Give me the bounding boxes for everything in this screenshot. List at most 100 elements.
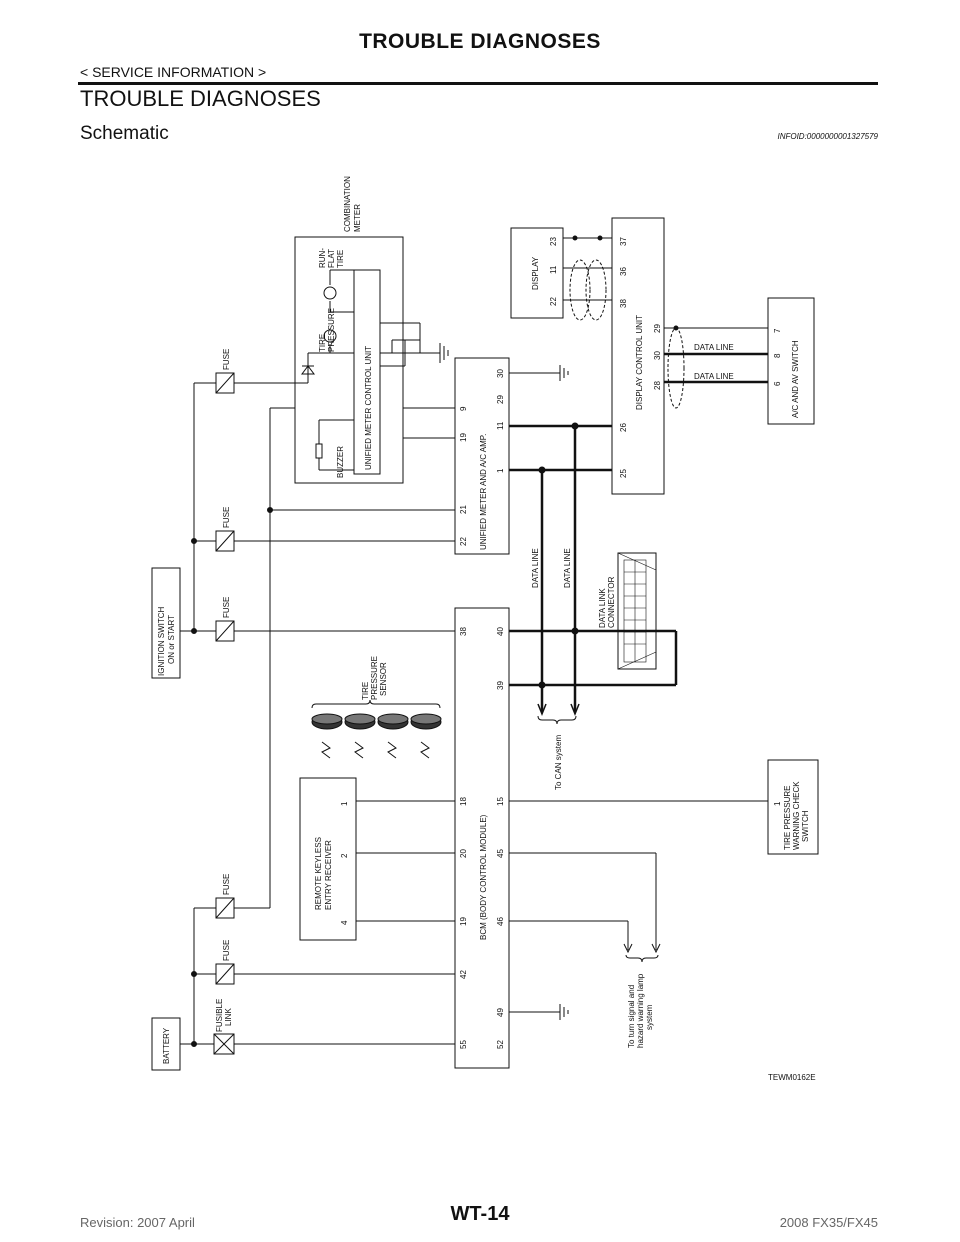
svg-text:LINK: LINK [224,1008,233,1026]
pin-display-11: 11 [549,265,558,274]
svg-text:FLAT: FLAT [327,249,336,268]
pin-amp-21: 21 [459,505,468,514]
svg-text:COMBINATION: COMBINATION [343,176,352,232]
label-buzzer: BUZZER [336,446,345,478]
subsection-title: Schematic [80,123,169,144]
revision-text: Revision: 2007 April [80,1215,195,1230]
svg-text:REMOTE KEYLESS: REMOTE KEYLESS [314,837,323,910]
svg-text:TIRE: TIRE [361,682,370,700]
pin-dcu-26: 26 [619,423,628,432]
svg-text:ENTRY RECEIVER: ENTRY RECEIVER [324,840,333,910]
bcm-box [454,607,510,1069]
label-display-control-unit: DISPLAY CONTROL UNIT [635,315,644,410]
remote-keyless-receiver-box [299,777,357,941]
ignition-switch-box [151,567,181,679]
label-tire-pressure-1: TIRE [318,334,327,352]
label-combination-meter-1: COMBINATION [343,176,352,232]
label-ignition-switch-1: IGNITION SWITCH [157,606,166,676]
label-tps-2: PRESSURE [370,656,379,700]
svg-text:TIRE: TIRE [318,334,327,352]
model-text: 2008 FX35/FX45 [779,1215,878,1230]
label-run-flat-3: TIRE [336,250,345,268]
display-box [510,227,564,319]
svg-text:SWITCH: SWITCH [801,810,810,842]
label-rke-1: REMOTE KEYLESS [314,837,323,910]
label-unified-meter-control-unit: UNIFIED METER CONTROL UNIT [364,346,373,470]
pin-bcm-55: 55 [459,1040,468,1049]
pin-dcu-25: 25 [619,469,628,478]
label-data-line-1: DATA LINE [694,343,734,352]
tire-pressure-warning-switch-box [767,759,819,855]
pin-display-23: 23 [549,237,558,246]
unified-meter-ac-amp-box [454,357,510,555]
label-run-flat-1: RUN- [318,248,327,268]
pin-dcu-37: 37 [619,237,628,246]
svg-text:PRESSURE: PRESSURE [370,656,379,700]
section-title: TROUBLE DIAGNOSES [80,86,321,111]
pin-bcm-49: 49 [496,1008,505,1017]
pin-bcm-45: 45 [496,849,505,858]
tire-pressure-sensors [311,699,442,759]
pin-bcm-40: 40 [496,627,505,636]
label-data-line-4: DATA LINE [563,548,572,588]
header-rule [78,82,878,85]
svg-text:To turn signal and: To turn signal and [627,985,636,1048]
pin-amp-29: 29 [496,395,505,404]
pin-dcu-36: 36 [619,267,628,276]
label-data-link-2: CONNECTOR [607,576,616,628]
label-data-link-1: DATA LINK [598,588,607,628]
label-combination-meter-2: METER [353,204,362,232]
label-fuse-2: FUSE [222,507,231,528]
svg-text:IGNITION SWITCH: IGNITION SWITCH [157,606,166,676]
label-data-line-3: DATA LINE [531,548,540,588]
label-tpws-1: TIRE PRESSURE [783,786,792,850]
svg-text:METER: METER [353,204,362,232]
combination-meter-box [294,236,404,484]
pin-rke-1: 1 [340,801,349,806]
label-turn-signal-2: hazard warning lamp [636,973,645,1048]
pin-amp-19: 19 [459,433,468,442]
svg-text:WARNING CHECK: WARNING CHECK [792,781,801,850]
pin-amp-9: 9 [459,406,468,411]
pin-dcu-30: 30 [653,351,662,360]
pin-bcm-15: 15 [496,797,505,806]
pin-dcu-29: 29 [653,324,662,333]
label-fuse-5: FUSE [222,940,231,961]
pin-amp-11: 11 [496,421,505,430]
pin-amp-22: 22 [459,537,468,546]
label-tpws-2: WARNING CHECK [792,781,801,850]
pin-rke-2: 2 [340,853,349,858]
label-turn-signal-1: To turn signal and [627,985,636,1048]
svg-text:TIRE: TIRE [336,250,345,268]
pin-av-6: 6 [773,381,782,386]
svg-text:RUN-: RUN- [318,248,327,268]
svg-text:CONNECTOR: CONNECTOR [607,576,616,628]
label-ac-av-switch: A/C AND AV SWITCH [791,340,800,418]
page-number: WT-14 [450,1203,510,1225]
ac-av-switch-box [767,297,815,425]
page-header-title: TROUBLE DIAGNOSES [359,30,601,53]
label-turn-signal-3: system [645,1004,654,1030]
pin-bcm-18: 18 [459,797,468,806]
unified-meter-control-unit-box [353,269,381,475]
label-tire-pressure-2: PRESSURE [327,308,336,352]
label-rke-2: ENTRY RECEIVER [324,840,333,910]
pin-bcm-39: 39 [496,681,505,690]
label-ignition-switch-2: ON or START [167,615,176,664]
svg-text:TIRE PRESSURE: TIRE PRESSURE [783,786,792,850]
svg-text:ON or START: ON or START [167,615,176,664]
label-display: DISPLAY [531,256,540,290]
label-battery: BATTERY [162,1027,171,1064]
pin-dcu-28: 28 [653,381,662,390]
label-tpws-3: SWITCH [801,810,810,842]
label-fusible-link-2: LINK [224,1008,233,1026]
label-fusible-link-1: FUSIBLE [215,999,224,1032]
label-fuse-1: FUSE [222,349,231,370]
label-to-can-system: To CAN system [554,735,563,790]
page-header-subtitle: < SERVICE INFORMATION > [80,64,267,80]
figure-code: TEWM0162E [768,1073,816,1082]
label-fuse-3: FUSE [222,597,231,618]
svg-text:FUSIBLE: FUSIBLE [215,999,224,1032]
svg-text:hazard warning lamp: hazard warning lamp [636,973,645,1048]
